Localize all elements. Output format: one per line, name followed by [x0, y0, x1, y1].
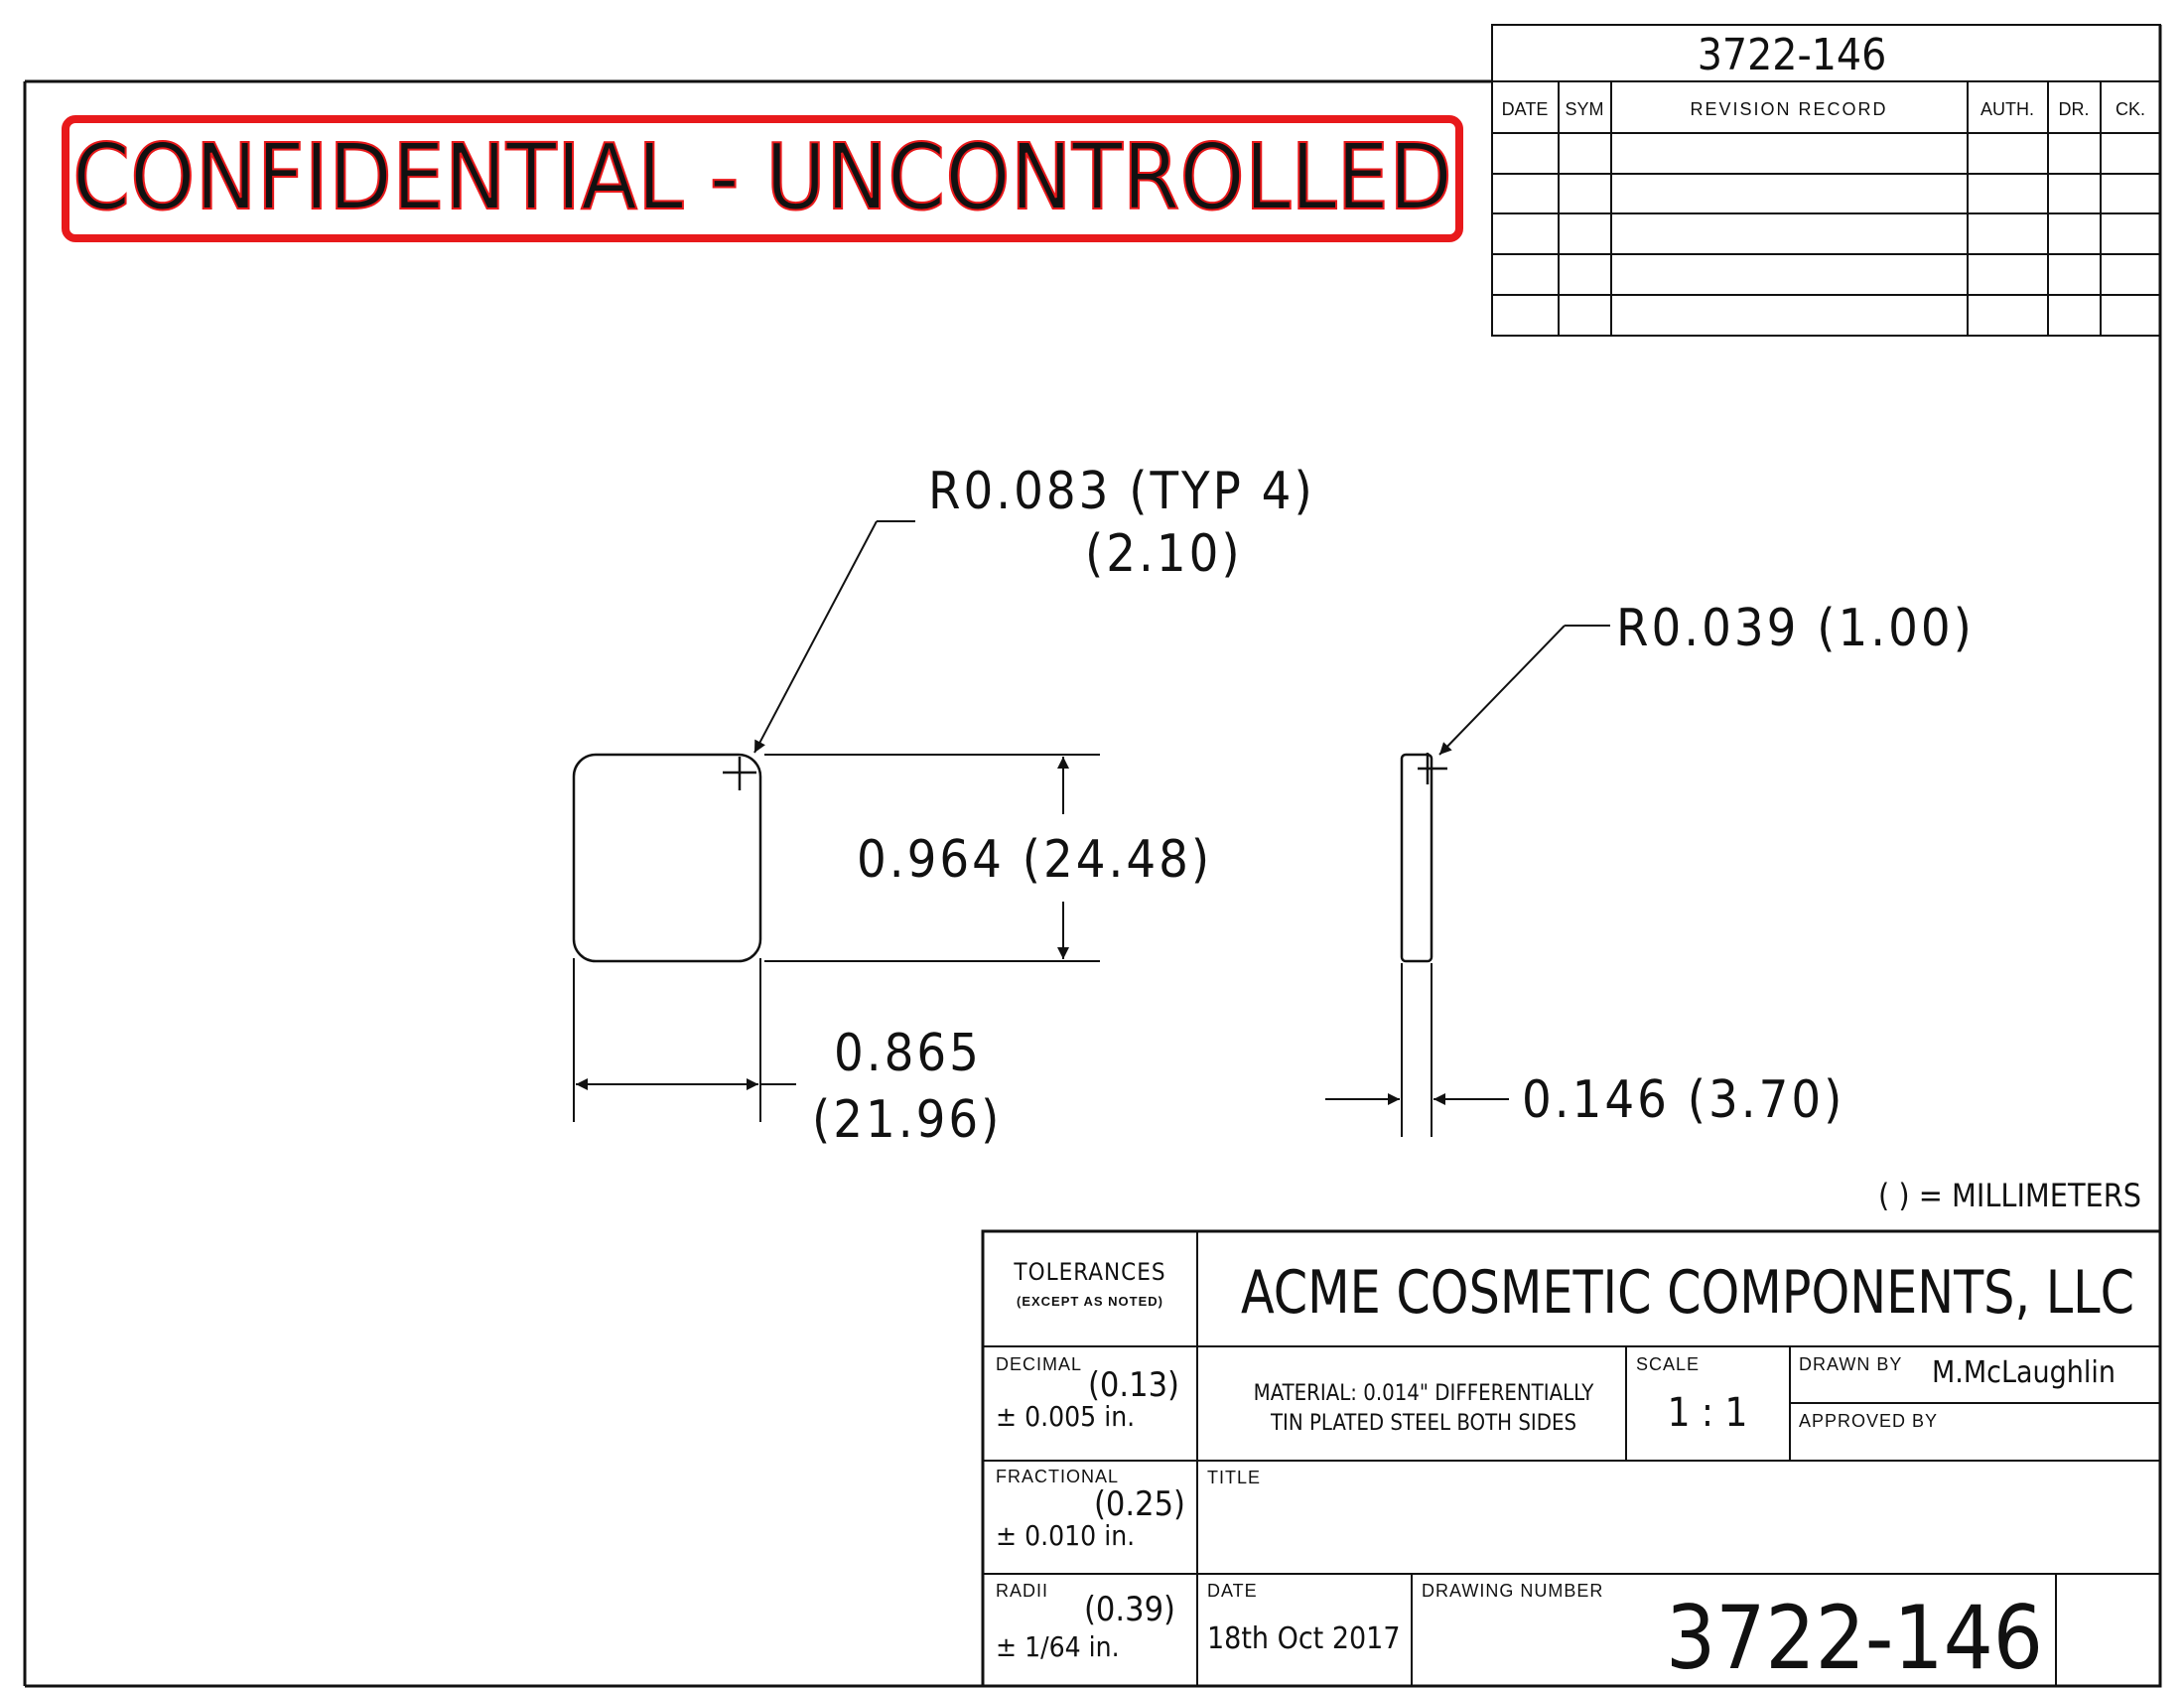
corner-radius-leader	[753, 520, 915, 754]
date-value: 18th Oct 2017	[1207, 1621, 1401, 1656]
title-label: TITLE	[1207, 1468, 1261, 1487]
revision-header-date: DATE	[1502, 99, 1549, 119]
title-block-grid	[981, 1229, 2162, 1688]
fractional-value: ± 0.010 in.	[996, 1519, 1135, 1552]
units-note: ( ) = MILLIMETERS	[1878, 1177, 2141, 1214]
top-number-box: 3722-146	[1491, 24, 2161, 82]
part-front-view	[572, 753, 762, 963]
revision-header-dr: DR.	[2059, 99, 2090, 119]
material-line-1: MATERIAL: 0.014" DIFFERENTIALLY	[1254, 1381, 1595, 1406]
stamp-frame	[62, 115, 1463, 242]
decimal-label: DECIMAL	[996, 1354, 1082, 1374]
corner-radius-mm-label: (2.10)	[1085, 524, 1243, 584]
confidential-stamp: CONFIDENTIAL - UNCONTROLLED	[62, 115, 1463, 242]
revision-header-sym: SYM	[1565, 99, 1603, 119]
corner-radius-label: R0.083 (TYP 4)	[928, 462, 1315, 521]
height-dimension	[764, 754, 1100, 962]
decimal-mm: (0.13)	[1088, 1365, 1179, 1405]
decimal-value: ± 0.005 in.	[996, 1400, 1135, 1433]
radii-mm: (0.39)	[1084, 1590, 1175, 1629]
drawn-by-label: DRAWN BY	[1799, 1354, 1902, 1374]
tolerances-label: TOLERANCES	[1013, 1258, 1165, 1286]
drawn-by-value: M.McLaughlin	[1932, 1355, 2116, 1390]
revision-header-ck: CK.	[2116, 99, 2145, 119]
height-label: 0.964 (24.48)	[857, 830, 1212, 890]
revision-header-auth: AUTH.	[1980, 99, 2034, 119]
revision-headers: DATE SYM REVISION RECORD AUTH. DR. CK.	[1502, 99, 2145, 119]
radii-label: RADII	[996, 1581, 1048, 1601]
width-mm-label: (21.96)	[812, 1090, 1002, 1150]
revision-header-record: REVISION RECORD	[1690, 99, 1887, 119]
company-name: ACME COSMETIC COMPONENTS, LLC	[1241, 1258, 2134, 1328]
radii-value: ± 1/64 in.	[996, 1630, 1120, 1663]
fractional-label: FRACTIONAL	[996, 1467, 1119, 1486]
stamp-text: CONFIDENTIAL - UNCONTROLLED	[72, 124, 1452, 230]
part-side-view	[1400, 753, 1447, 963]
fractional-mm: (0.25)	[1094, 1484, 1185, 1524]
material-line-2: TIN PLATED STEEL BOTH SIDES	[1270, 1411, 1576, 1436]
drawing-number-label: DRAWING NUMBER	[1422, 1581, 1603, 1601]
width-label: 0.865	[834, 1024, 982, 1083]
date-label: DATE	[1207, 1581, 1258, 1601]
edge-radius-leader	[1438, 625, 1610, 756]
scale-value: 1 : 1	[1668, 1390, 1748, 1436]
approved-by-label: APPROVED BY	[1799, 1411, 1938, 1431]
scale-label: SCALE	[1636, 1354, 1700, 1374]
top-drawing-number: 3722-146	[1698, 30, 1887, 80]
thickness-dimension	[1325, 963, 1509, 1137]
drawing-number: 3722-146	[1666, 1587, 2043, 1688]
thickness-label: 0.146 (3.70)	[1522, 1070, 1844, 1130]
revision-table	[1491, 80, 2161, 337]
except-label: (EXCEPT AS NOTED)	[1017, 1294, 1163, 1309]
width-dimension	[573, 958, 796, 1122]
edge-radius-label: R0.039 (1.00)	[1616, 599, 1975, 658]
